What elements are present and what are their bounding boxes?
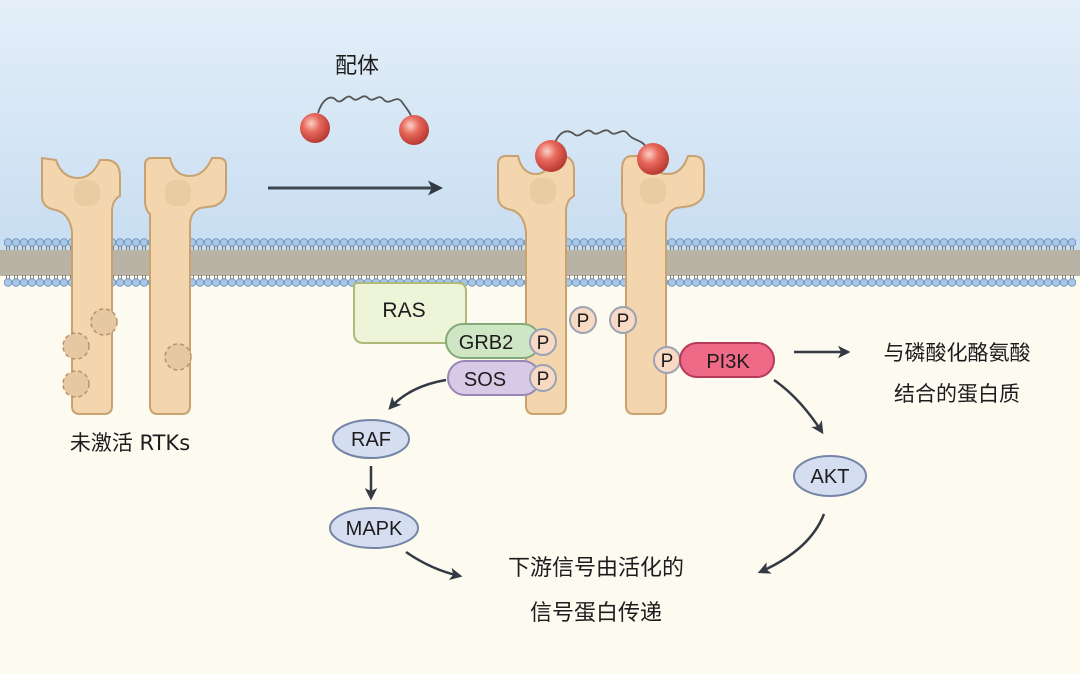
raf-label: RAF — [351, 429, 391, 451]
grb2-label: GRB2 — [459, 332, 513, 354]
inactive-site — [62, 370, 90, 398]
binding-proteins-label-line1: 与磷酸化酪氨酸 — [884, 341, 1031, 365]
phospho-label: P — [537, 333, 550, 354]
phospho-label: P — [661, 351, 674, 372]
sos-to-raf-arrow — [388, 378, 447, 410]
akt-label: AKT — [811, 466, 850, 488]
mapk-label: MAPK — [346, 518, 403, 540]
akt-to-signal-arrow — [757, 513, 826, 574]
phospho-circle — [609, 306, 637, 334]
phospho-circle — [529, 328, 557, 356]
phospho-label: P — [577, 311, 590, 332]
phospho-label: P — [617, 311, 630, 332]
ras-label: RAS — [382, 299, 425, 322]
bound-ligand — [535, 129, 669, 175]
ligand-label: 配体 — [335, 54, 379, 79]
mapk-to-signal-arrow — [405, 550, 463, 581]
phospho-groups — [529, 306, 681, 392]
raf-protein — [332, 419, 410, 459]
phospho-circle — [529, 364, 557, 392]
active-rtk-pair — [497, 155, 705, 415]
downstream-label-line2: 信号蛋白传递 — [530, 601, 662, 626]
phospho-circle — [569, 306, 597, 334]
binding-proteins-label-line2: 结合的蛋白质 — [894, 382, 1020, 406]
inactive-site — [62, 332, 90, 360]
inactive-rtks-label: 未激活 RTKs — [70, 431, 190, 455]
ras-protein — [353, 282, 467, 344]
sos-label: SOS — [464, 369, 506, 391]
downstream-label-line1: 下游信号由活化的 — [508, 556, 684, 581]
free-ligand — [300, 95, 429, 145]
pi3k-to-akt-arrow — [773, 378, 824, 435]
mapk-protein — [329, 507, 419, 549]
phospho-label: P — [537, 369, 550, 390]
pathway-arrows — [364, 345, 851, 581]
pi3k-protein — [679, 342, 775, 378]
inactive-site — [90, 308, 118, 336]
inactive-rtk-pair — [41, 156, 227, 415]
pi3k-label: PI3K — [706, 351, 750, 373]
akt-protein — [793, 455, 867, 497]
inactive-site — [164, 343, 192, 371]
